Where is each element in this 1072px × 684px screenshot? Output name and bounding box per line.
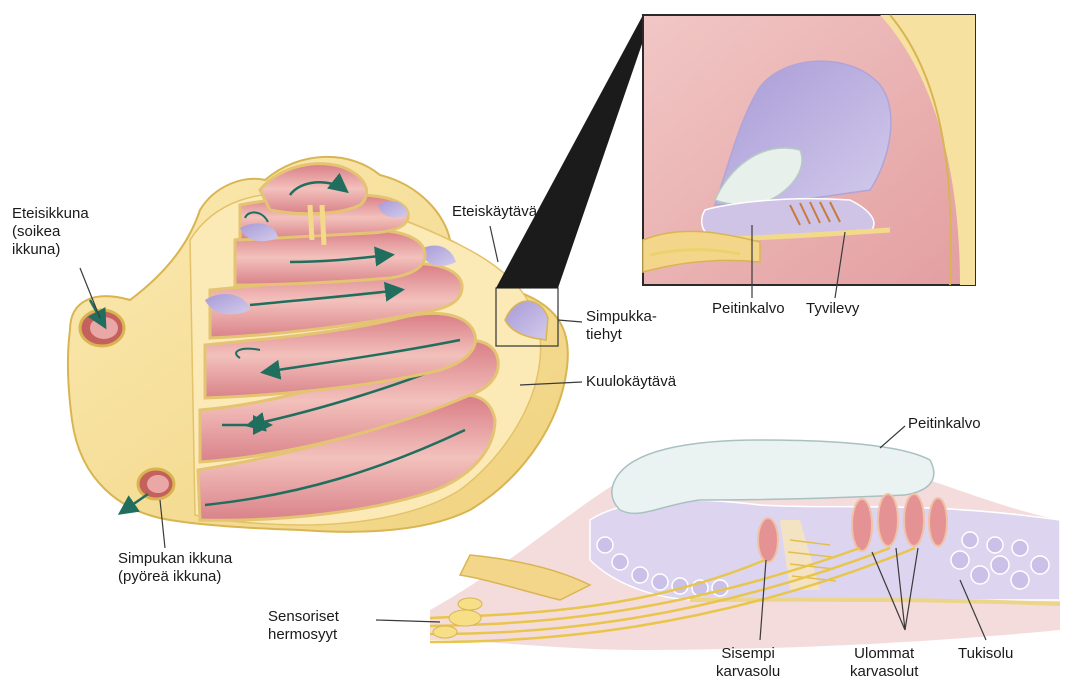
- label-round-window: Simpukan ikkuna (pyöreä ikkuna): [118, 550, 232, 586]
- label-outer-hair-cells: Ulommat karvasolut: [850, 645, 918, 681]
- inner-hair-cell: [758, 518, 778, 562]
- label-scala-tympani: Kuulokäytävä: [586, 373, 676, 391]
- label-inner-hair-cell: Sisempi karvasolu: [716, 645, 780, 681]
- inset-cross-section: [643, 15, 975, 285]
- label-supporting-cell: Tukisolu: [958, 645, 1013, 663]
- label-tectorial-membrane-inset: Peitinkalvo: [712, 300, 785, 318]
- label-basilar-membrane: Tyvilevy: [806, 300, 859, 318]
- zoom-connector: [496, 15, 652, 288]
- label-oval-window: Eteisikkuna (soikea ikkuna): [12, 205, 89, 259]
- label-sensory-nerves: Sensoriset hermosyyt: [268, 608, 339, 644]
- organ-of-corti: [430, 440, 1060, 650]
- label-tectorial-membrane: Peitinkalvo: [908, 415, 981, 433]
- label-cochlear-duct: Simpukka- tiehyt: [586, 308, 657, 344]
- label-scala-vestibuli: Eteiskäytävä: [452, 203, 537, 221]
